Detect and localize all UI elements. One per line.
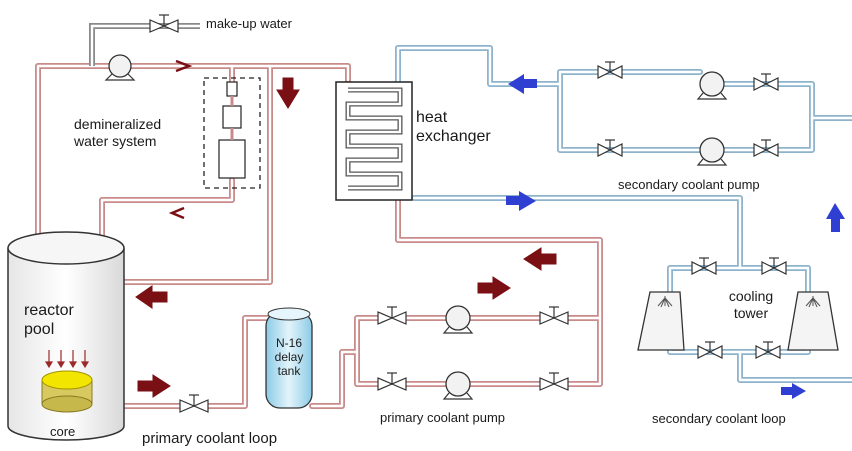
- cooling-tower-label-line1: cooling: [728, 288, 774, 304]
- secondary-coolant-loop-label: secondary coolant loop: [652, 411, 786, 426]
- primary-coolant-pump-lower: [442, 371, 474, 400]
- n16-tank-label-line2: delay: [274, 350, 304, 364]
- n16-tank-label-line1: N-16: [275, 336, 302, 350]
- flow-arrow-left-icon: [508, 74, 537, 94]
- demineralized-label-line1: demineralized: [74, 116, 162, 132]
- valve-icon: [597, 61, 623, 79]
- flow-arrow-right-icon: [781, 383, 806, 399]
- flow-arrow-right-icon: [137, 374, 171, 398]
- valve-icon: [539, 306, 569, 325]
- flow-arrow-down-icon: [276, 77, 300, 109]
- heat-flow-arrows: [44, 350, 90, 369]
- heat-exchanger-label-line2: exchanger: [416, 128, 491, 145]
- cooling-tower-left: [637, 291, 685, 351]
- cooling-tower-right: [787, 291, 839, 351]
- secondary-flow-arrows: [506, 74, 845, 399]
- heat-exchanger-label-line1: heat: [416, 109, 448, 126]
- reactor-pool-label-line1: reactor: [24, 302, 74, 319]
- secondary-coolant-pipes: [395, 45, 852, 383]
- primary-coolant-pump-label: primary coolant pump: [380, 410, 505, 425]
- primary-coolant-pump-upper: [442, 305, 474, 334]
- valve-icon: [697, 341, 723, 359]
- valve-icon: [691, 257, 717, 275]
- valves: [149, 14, 787, 413]
- primary-coolant-pipes: [35, 63, 603, 409]
- valve-icon: [597, 139, 623, 157]
- valve-icon: [377, 372, 407, 391]
- valve-icon: [755, 341, 781, 359]
- flow-arrow-left-icon: [168, 206, 185, 220]
- heat-exchanger: [335, 81, 413, 201]
- secondary-coolant-pump-upper: [696, 71, 728, 100]
- secondary-coolant-pump-lower: [696, 137, 728, 166]
- n16-tank-label-line3: tank: [277, 364, 301, 378]
- flow-arrow-right-icon: [175, 59, 193, 73]
- flow-arrow-left-icon: [523, 247, 557, 271]
- n16-delay-tank: [265, 307, 313, 409]
- secondary-coolant-pump-label: secondary coolant pump: [618, 177, 760, 192]
- demineralized-water-system: [203, 77, 261, 189]
- valve-icon: [753, 73, 779, 91]
- valve-icon: [539, 372, 569, 391]
- flow-arrow-right-icon: [506, 191, 536, 211]
- demineralized-label-line2: water system: [74, 133, 157, 149]
- primary-coolant-loop-label: primary coolant loop: [142, 430, 278, 447]
- make-up-water-pipe: [89, 23, 200, 66]
- valve-icon: [753, 139, 779, 157]
- valve-icon: [179, 394, 209, 413]
- reactor-pool: [7, 231, 125, 441]
- core-label: core: [50, 424, 76, 439]
- flow-arrow-up-icon: [826, 203, 845, 232]
- make-up-water-label: make-up water: [206, 16, 292, 31]
- valve-icon: [761, 257, 787, 275]
- reactor-core: [41, 370, 93, 413]
- valve-icon: [377, 306, 407, 325]
- reactor-pool-label-line2: pool: [24, 321, 55, 338]
- cooling-tower-label-line2: tower: [733, 305, 769, 321]
- primary-flow-arrows: [135, 59, 557, 398]
- flow-arrow-left-icon: [135, 285, 168, 309]
- make-up-water-pump: [104, 54, 136, 81]
- flow-arrow-right-icon: [477, 276, 511, 300]
- valve-icon: [149, 14, 179, 33]
